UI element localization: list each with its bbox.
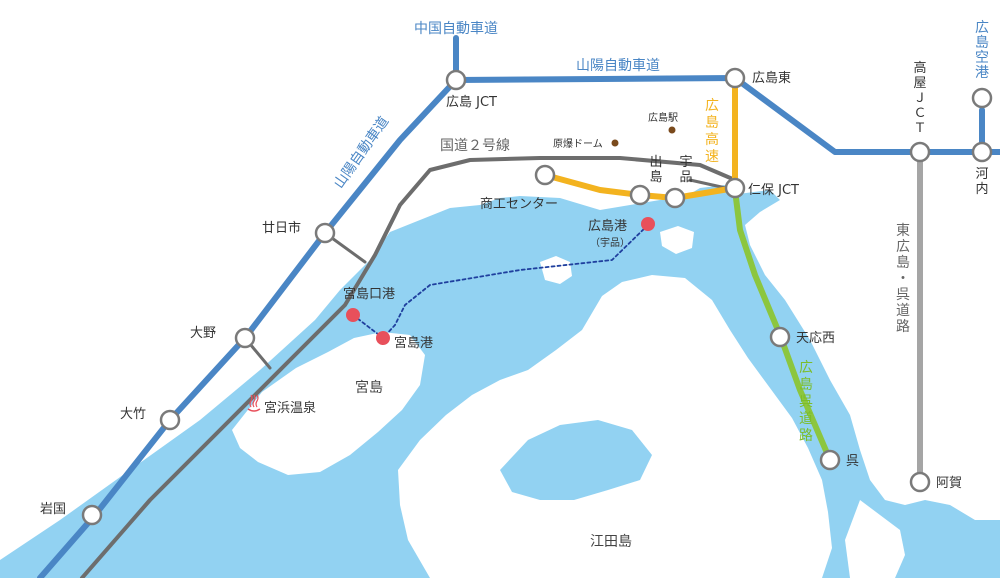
otake-label: 大竹 <box>120 407 146 422</box>
niho-jct-label: 仁保 JCT <box>748 183 799 198</box>
sanyo-expressway-east-line <box>453 75 1000 155</box>
sanyo-expressway-top-label: 山陽自動車道 <box>576 57 660 74</box>
hatsukaichi-label: 廿日市 <box>262 220 301 236</box>
etajima-label: 江田島 <box>590 534 632 550</box>
ninoshima-island <box>540 256 572 284</box>
tenno-nishi-label: 天応西 <box>796 331 835 346</box>
kanawa-island <box>660 226 694 254</box>
genbaku-dome-marker[interactable] <box>611 139 619 147</box>
node-iwakuni[interactable] <box>81 504 103 526</box>
higashihiroshima-kure-label: 東広島・呉道路 <box>896 223 910 335</box>
port-labels: 広島港 （宇品） 宮島口港 宮島港 <box>343 219 630 351</box>
genbaku-dome-label: 原爆ドーム <box>553 138 603 150</box>
hiroshima-station-marker[interactable] <box>668 126 676 134</box>
ono-label: 大野 <box>190 326 216 341</box>
hiroshima-higashi-label: 広島東 <box>752 70 791 86</box>
kure-label: 呉 <box>846 454 859 469</box>
hiroshima-port-label: 広島港 <box>588 219 627 234</box>
node-kure[interactable] <box>819 449 841 471</box>
node-tenno-nishi[interactable] <box>769 326 791 348</box>
port-miyajima-marker[interactable] <box>376 331 390 345</box>
node-ono[interactable] <box>234 327 256 349</box>
node-otake[interactable] <box>159 409 181 431</box>
miyajimaguchi-port-label: 宮島口港 <box>343 286 395 302</box>
place-labels: 宮島 江田島 宮浜温泉 <box>247 380 632 550</box>
ports <box>346 217 655 345</box>
kure-road-label: 広島呉道路 <box>799 360 813 444</box>
node-kochi[interactable] <box>971 141 993 163</box>
node-airport[interactable] <box>971 87 993 109</box>
shoko-center-label: 商工センター <box>480 197 558 212</box>
hiroshima-expressway-label: 広島高速 <box>705 98 719 165</box>
port-miyajimaguchi-marker[interactable] <box>346 308 360 322</box>
south-east-island <box>845 500 905 578</box>
miyahama-onsen-label: 宮浜温泉 <box>264 400 316 416</box>
nomi-island-bay <box>500 420 652 500</box>
miyajima-label: 宮島 <box>355 380 383 396</box>
route2-label: 国道２号線 <box>440 138 510 154</box>
aga-label: 阿賀 <box>936 476 962 491</box>
vertical-labels: 広島高速 広島呉道路 東広島・呉道路 広島空港 高屋ＪＣＴ 河内 出島 宇品 <box>649 20 989 444</box>
hiroshima-station-label: 広島駅 <box>648 111 678 124</box>
node-shoko-center[interactable] <box>534 164 556 186</box>
hot-spring-icon <box>247 394 261 412</box>
hiroshima-jct-label: 広島 JCT <box>446 95 497 110</box>
ujina-label: 宇品 <box>679 155 692 185</box>
junction-labels: 広島 JCT 広島東 仁保 JCT 商工センター 廿日市 大野 大竹 岩国 天応… <box>40 70 962 517</box>
node-takaya-jct[interactable] <box>909 141 931 163</box>
route2-line <box>80 156 737 578</box>
kure-road-line <box>732 187 833 463</box>
node-ujina[interactable] <box>664 187 686 209</box>
node-aga[interactable] <box>909 471 931 493</box>
node-hiroshima-higashi[interactable] <box>724 67 746 89</box>
takaya-jct-label: 高屋ＪＣＴ <box>913 60 926 136</box>
deshima-label: 出島 <box>649 155 662 185</box>
node-hiroshima-jct[interactable] <box>445 69 467 91</box>
hiroshima-airport-label: 広島空港 <box>975 20 989 81</box>
landmark-labels: 原爆ドーム 広島駅 <box>553 111 678 150</box>
ferry-route-hiroshima-miyajima <box>382 224 649 339</box>
node-niho-jct[interactable] <box>724 177 746 199</box>
node-hatsukaichi[interactable] <box>314 222 336 244</box>
landmarks <box>611 126 676 147</box>
node-deshima[interactable] <box>629 184 651 206</box>
miyajima-island <box>232 332 425 475</box>
iwakuni-label: 岩国 <box>40 502 66 517</box>
kochi-label: 河内 <box>975 167 988 197</box>
junction-nodes <box>81 67 993 526</box>
miyajima-port-label: 宮島港 <box>394 335 433 351</box>
hiroshima-port-sub-label: （宇品） <box>590 236 630 249</box>
sanyo-expressway-diag-label: 山陽自動車道 <box>330 113 392 192</box>
islands <box>232 226 905 578</box>
chugoku-expressway-label: 中国自動車道 <box>414 20 498 37</box>
port-hiroshima-marker[interactable] <box>641 217 655 231</box>
